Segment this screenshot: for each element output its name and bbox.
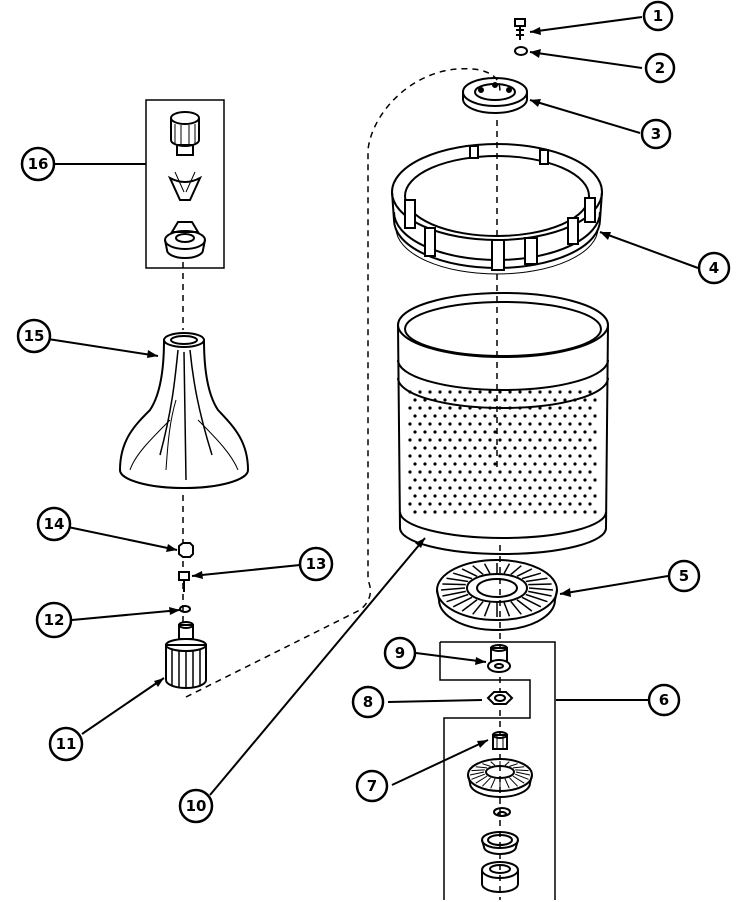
callout-11: 11 <box>48 726 84 762</box>
callout-2: 2 <box>644 52 676 84</box>
callout-13: 13 <box>298 546 334 582</box>
callout-number: 1 <box>653 7 663 25</box>
callout-10: 10 <box>178 788 214 824</box>
callout-number: 13 <box>306 555 327 573</box>
callout-number: 11 <box>56 735 77 753</box>
callout-number: 8 <box>363 693 373 711</box>
callout-number: 4 <box>709 259 719 277</box>
part-bolt <box>514 18 526 40</box>
callout-8: 8 <box>351 685 385 719</box>
callout-5: 5 <box>667 559 701 593</box>
callout-9: 9 <box>383 636 417 670</box>
callout-1: 1 <box>642 0 674 32</box>
callout-circle <box>298 546 334 582</box>
part-spin-basket <box>397 292 609 555</box>
callout-6: 6 <box>647 683 681 717</box>
callout-number: 16 <box>28 155 49 173</box>
part-spline-nut <box>487 644 511 673</box>
callout-7: 7 <box>355 769 389 803</box>
callout-circle <box>640 118 672 150</box>
callout-circle <box>20 146 56 182</box>
part-nut-14 <box>178 542 194 558</box>
part-mounting-plate <box>436 559 558 631</box>
callout-number: 12 <box>44 611 65 629</box>
callout-circle <box>647 683 681 717</box>
callout-16: 16 <box>20 146 56 182</box>
part-agitator <box>118 332 250 489</box>
callout-circle <box>35 601 73 639</box>
callout-circle <box>36 506 72 542</box>
callout-circle <box>16 318 52 354</box>
callout-circle <box>644 52 676 84</box>
part-washer <box>514 46 528 56</box>
callout-circle <box>355 769 389 803</box>
callout-number: 3 <box>651 125 661 143</box>
callout-number: 10 <box>186 797 207 815</box>
leader-lines <box>47 16 699 796</box>
callout-number: 2 <box>655 59 665 77</box>
callout-number: 14 <box>44 515 65 533</box>
callout-3: 3 <box>640 118 672 150</box>
part-hex-nut <box>486 691 514 705</box>
callout-circle <box>697 251 731 285</box>
part-hub-ring <box>462 77 528 114</box>
callout-circle <box>351 685 385 719</box>
callout-15: 15 <box>16 318 52 354</box>
callout-4: 4 <box>697 251 731 285</box>
callout-14: 14 <box>36 506 72 542</box>
part-balance-ring <box>391 143 603 275</box>
callout-number: 9 <box>395 644 405 662</box>
group-brackets <box>439 641 556 900</box>
part-drive-block <box>165 621 207 689</box>
part-agitator-cap-assembly <box>145 99 225 269</box>
callout-circle <box>383 636 417 670</box>
callout-12: 12 <box>35 601 73 639</box>
callout-circle <box>667 559 701 593</box>
part-bolt-13 <box>178 571 190 592</box>
part-washer-12 <box>179 605 191 613</box>
callout-circle <box>48 726 84 762</box>
part-gear-stack <box>467 731 533 893</box>
callout-number: 15 <box>24 327 45 345</box>
callout-number: 6 <box>659 691 669 709</box>
assembly-center-lines <box>182 68 501 900</box>
callout-circle <box>642 0 674 32</box>
callout-number: 5 <box>679 567 689 585</box>
leader-arrowheads <box>147 27 611 748</box>
callout-number: 7 <box>367 777 377 795</box>
callout-circle <box>178 788 214 824</box>
